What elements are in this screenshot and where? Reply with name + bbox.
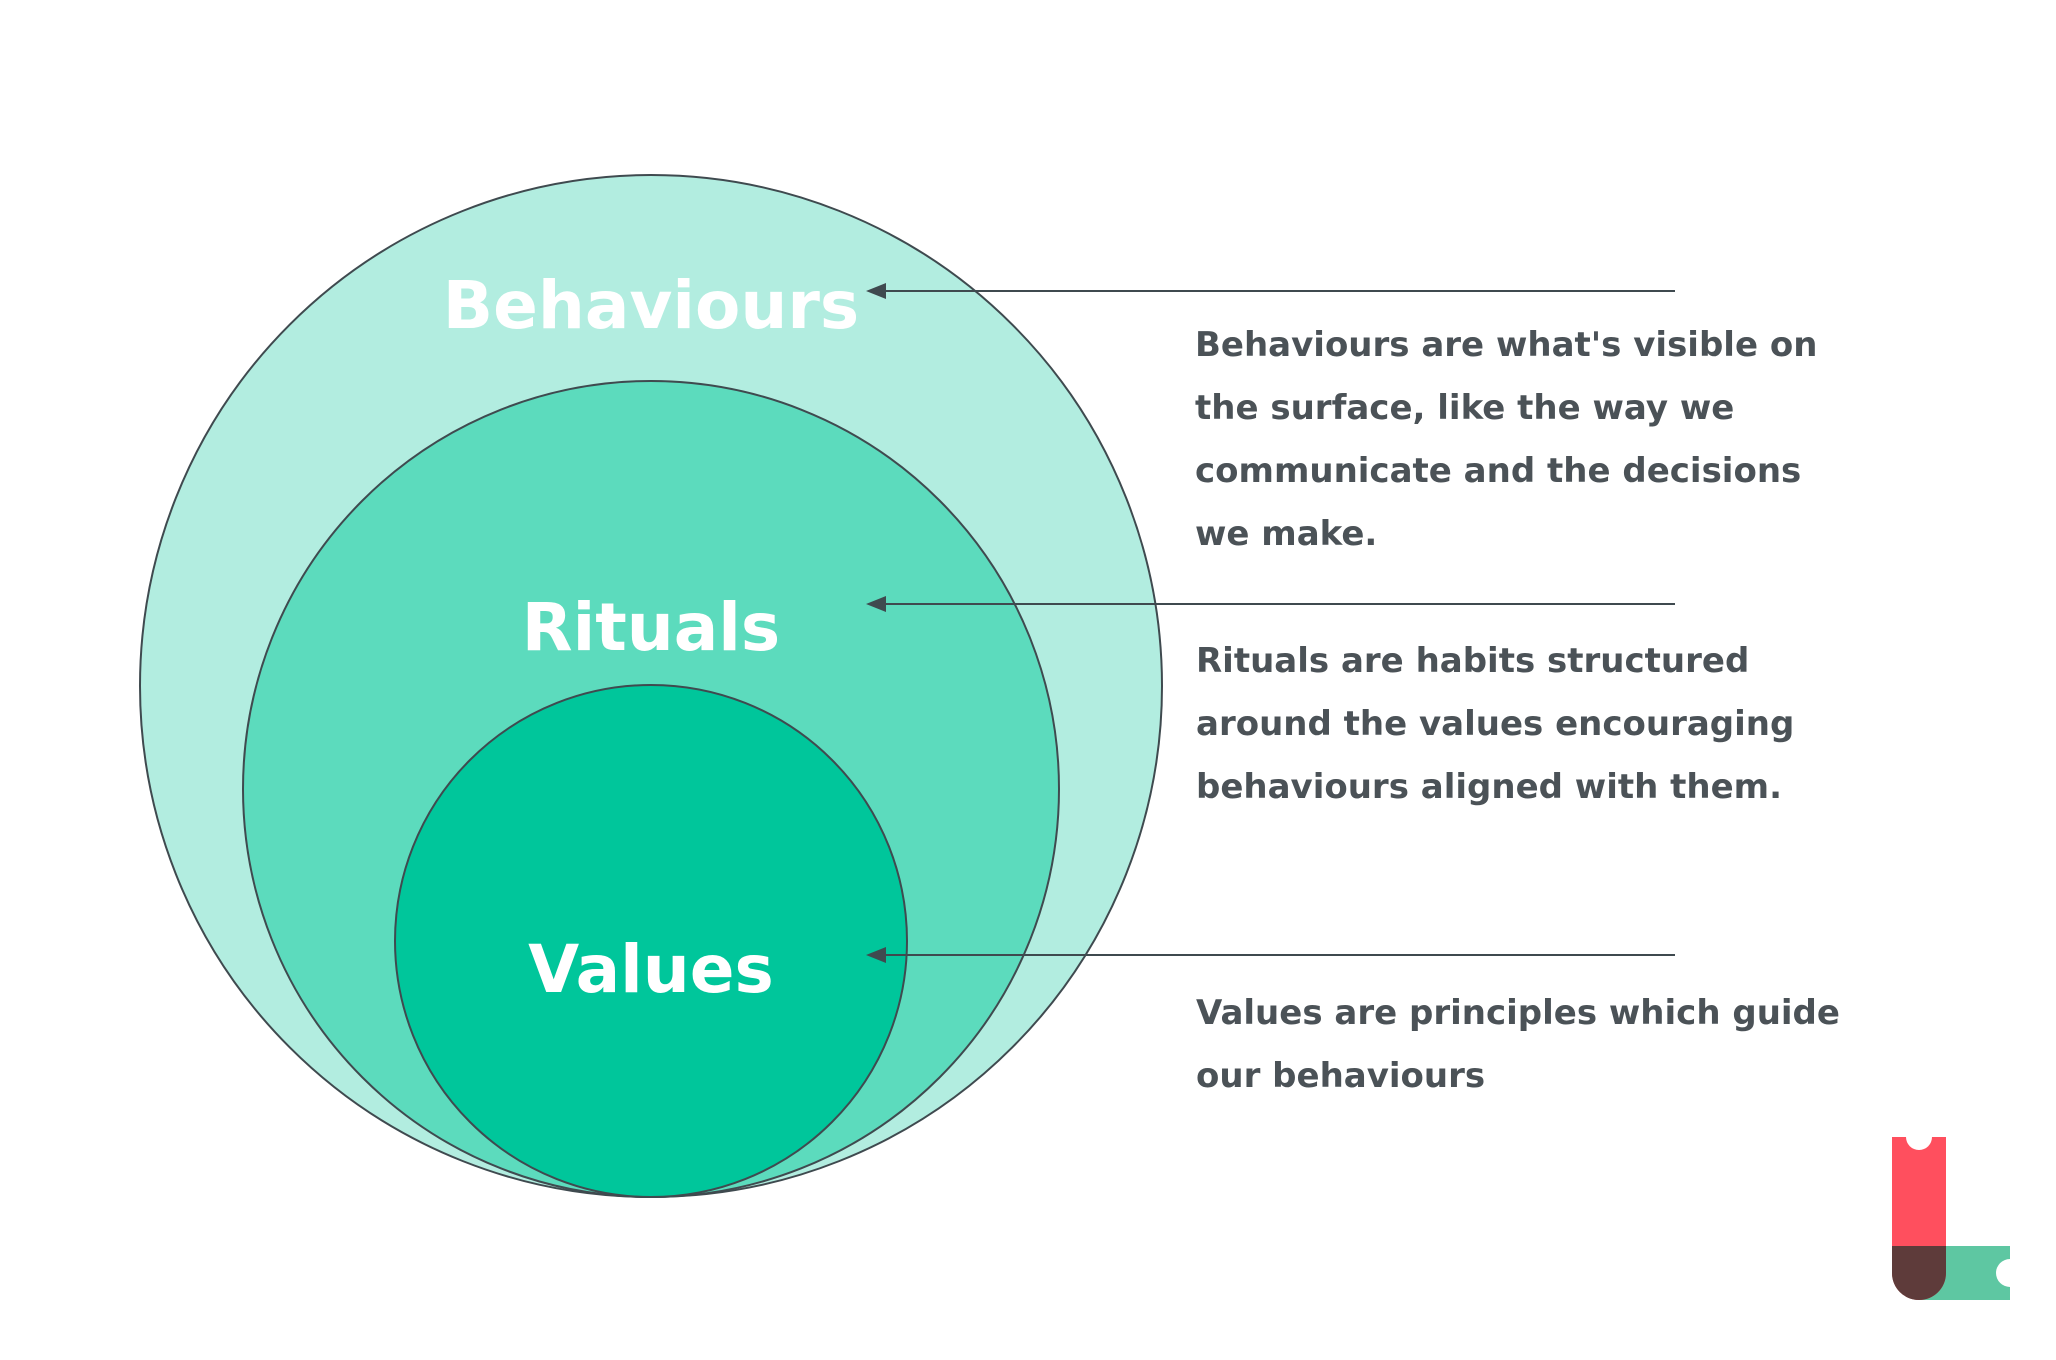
rituals-description: Rituals are habits structured around the… (1196, 641, 1795, 807)
values-label: Values (528, 931, 774, 1008)
values-description: Values are principles which guide our be… (1196, 993, 1840, 1096)
brand-logo-icon (1892, 1124, 2024, 1300)
values-pointer-arrow (866, 947, 1675, 963)
behaviours-pointer-arrow (866, 283, 1675, 299)
behaviours-description: Behaviours are what's visible on the sur… (1195, 325, 1818, 554)
rituals-label: Rituals (522, 589, 780, 666)
behaviours-label: Behaviours (443, 267, 859, 344)
rituals-pointer-arrow (866, 596, 1675, 612)
values-circle (394, 684, 908, 1198)
